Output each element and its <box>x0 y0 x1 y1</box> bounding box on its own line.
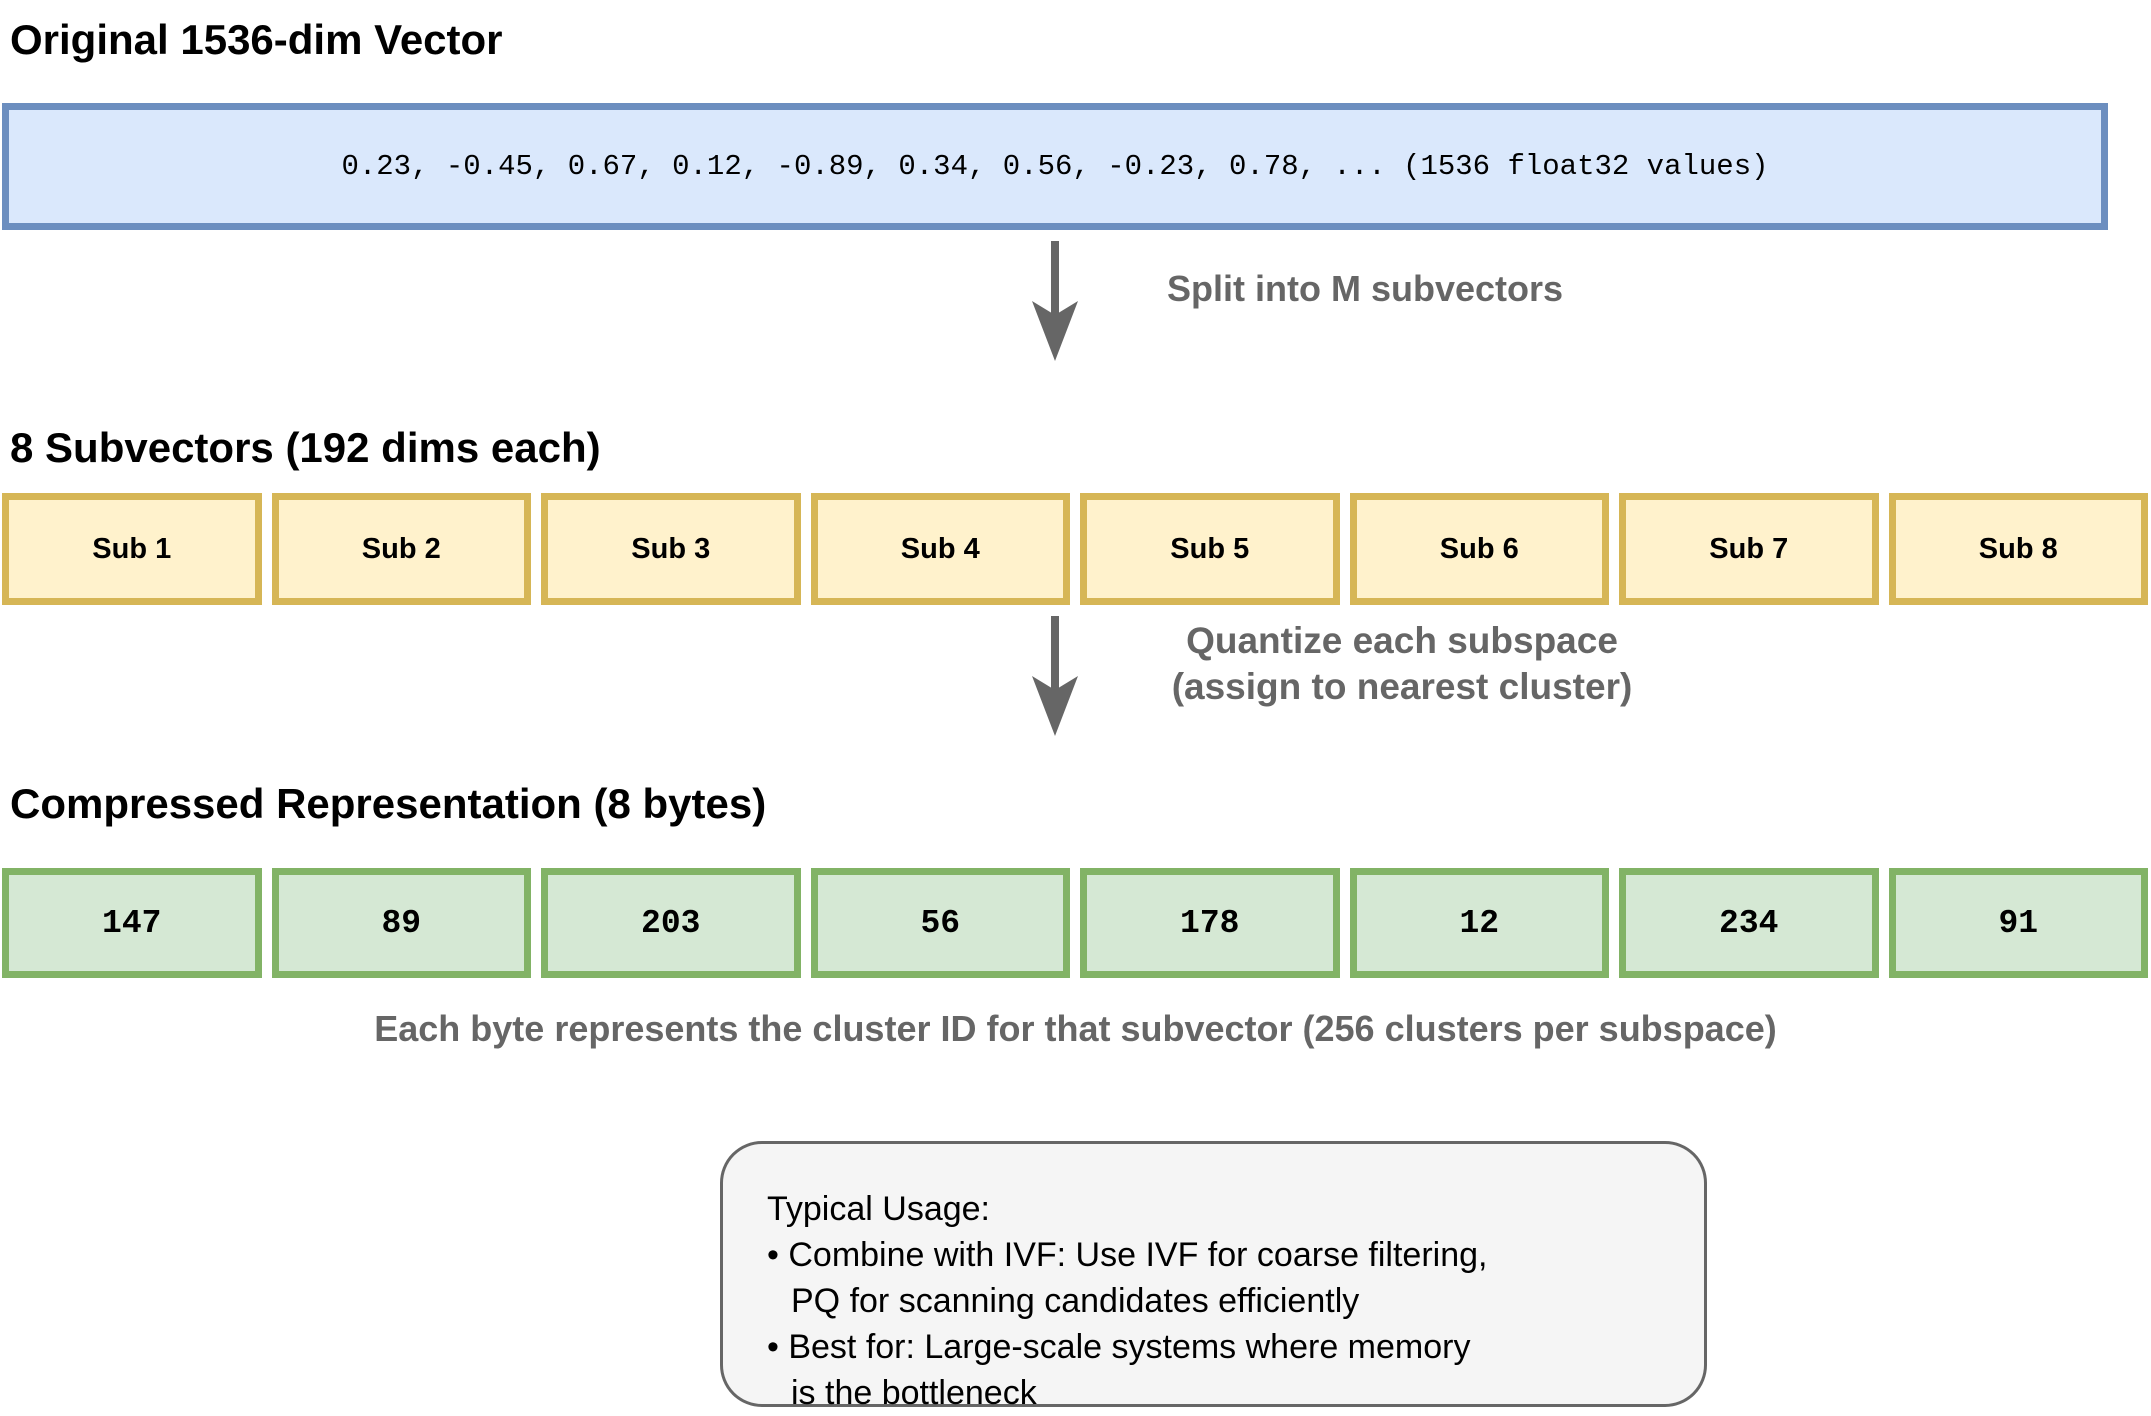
down-arrow-icon <box>1032 616 1078 736</box>
bytes-caption: Each byte represents the cluster ID for … <box>374 1008 1777 1049</box>
byte-value: 203 <box>641 904 701 942</box>
split-step-label: Split into M subvectors <box>1167 268 1564 309</box>
usage-line: Typical Usage: <box>767 1190 990 1228</box>
subvector-label: Sub 4 <box>900 532 980 565</box>
byte-box: 12 <box>1349 868 1609 978</box>
subvector-box: Sub 4 <box>810 493 1070 605</box>
down-arrow-icon <box>1032 241 1078 361</box>
byte-box: 178 <box>1080 868 1340 978</box>
subvector-box: Sub 7 <box>1619 493 1879 605</box>
usage-line: PQ for scanning candidates efficiently <box>791 1282 1360 1320</box>
typical-usage-box: Typical Usage: • Combine with IVF: Use I… <box>720 1141 1707 1412</box>
byte-box: 91 <box>1888 868 2148 978</box>
byte-value: 89 <box>381 904 422 942</box>
subvector-label: Sub 7 <box>1709 532 1789 565</box>
subvector-box: Sub 2 <box>271 493 531 605</box>
usage-line: • Best for: Large-scale systems where me… <box>767 1328 1471 1366</box>
subvector-box: Sub 1 <box>2 493 262 605</box>
byte-box: 203 <box>541 868 801 978</box>
subvector-label: Sub 6 <box>1439 532 1519 565</box>
original-vector-title: Original 1536-dim Vector <box>10 16 503 63</box>
byte-box: 89 <box>271 868 531 978</box>
subvectors-title: 8 Subvectors (192 dims each) <box>10 424 601 471</box>
subvector-box: Sub 5 <box>1080 493 1340 605</box>
byte-value: 12 <box>1459 904 1500 942</box>
quantize-step-label: Quantize each subspace (assign to neares… <box>1157 618 1647 710</box>
usage-line: • Combine with IVF: Use IVF for coarse f… <box>767 1236 1488 1274</box>
byte-value: 234 <box>1719 904 1779 942</box>
subvector-label: Sub 1 <box>92 532 172 565</box>
byte-value: 91 <box>1998 904 2039 942</box>
subvector-label: Sub 3 <box>631 532 711 565</box>
byte-box: 56 <box>810 868 1070 978</box>
subvector-label: Sub 8 <box>1978 532 2058 565</box>
vector-values-text: 0.23, -0.45, 0.67, 0.12, -0.89, 0.34, 0.… <box>341 150 1769 183</box>
subvector-box: Sub 6 <box>1349 493 1609 605</box>
byte-box: 147 <box>2 868 262 978</box>
byte-value: 178 <box>1180 904 1240 942</box>
byte-value: 147 <box>102 904 162 942</box>
compressed-title: Compressed Representation (8 bytes) <box>10 780 767 827</box>
quantize-step-line2: (assign to nearest cluster) <box>1171 666 1633 707</box>
usage-line: is the bottleneck <box>791 1374 1037 1412</box>
subvector-label: Sub 5 <box>1170 532 1250 565</box>
compressed-bytes-row: 147 89 203 56 178 12 234 91 <box>2 868 2148 978</box>
byte-value: 56 <box>920 904 961 942</box>
quantize-step-line1: Quantize each subspace <box>1186 620 1618 661</box>
subvectors-row: Sub 1 Sub 2 Sub 3 Sub 4 Sub 5 Sub 6 Sub … <box>2 493 2148 605</box>
subvector-box: Sub 3 <box>541 493 801 605</box>
original-vector-box: 0.23, -0.45, 0.67, 0.12, -0.89, 0.34, 0.… <box>2 103 2108 230</box>
subvector-box: Sub 8 <box>1888 493 2148 605</box>
subvector-label: Sub 2 <box>361 532 441 565</box>
byte-box: 234 <box>1619 868 1879 978</box>
